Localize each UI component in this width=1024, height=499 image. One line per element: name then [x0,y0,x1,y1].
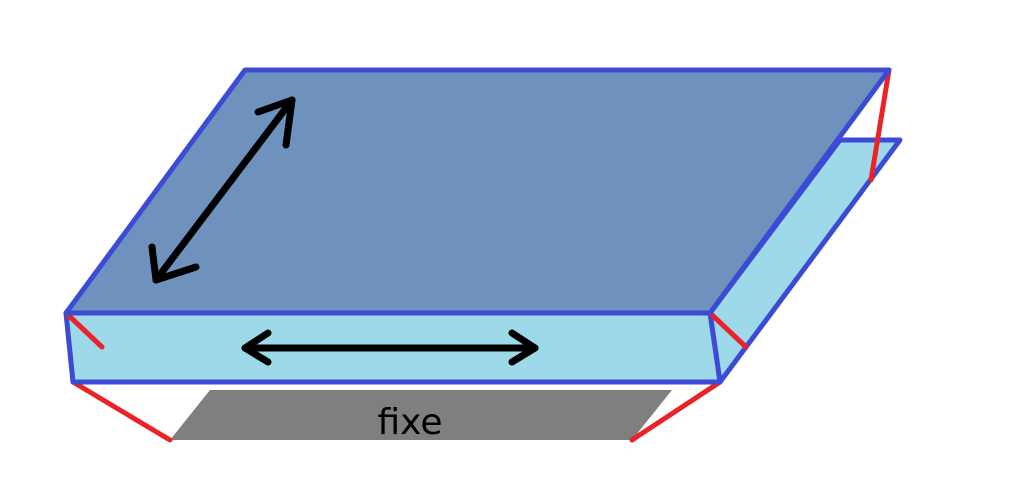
top-connector-front-left [63,310,105,350]
top-connector-front-right [707,310,749,350]
fixed-base-plate [170,390,672,440]
horizontal-double-arrow-icon [241,329,539,366]
base-connector-right [629,379,723,443]
base-connector-left [70,379,173,443]
diagonal-double-arrow-icon [148,96,296,284]
top-connector-back-right [868,67,892,183]
fixed-base-label: fixe [377,402,442,443]
